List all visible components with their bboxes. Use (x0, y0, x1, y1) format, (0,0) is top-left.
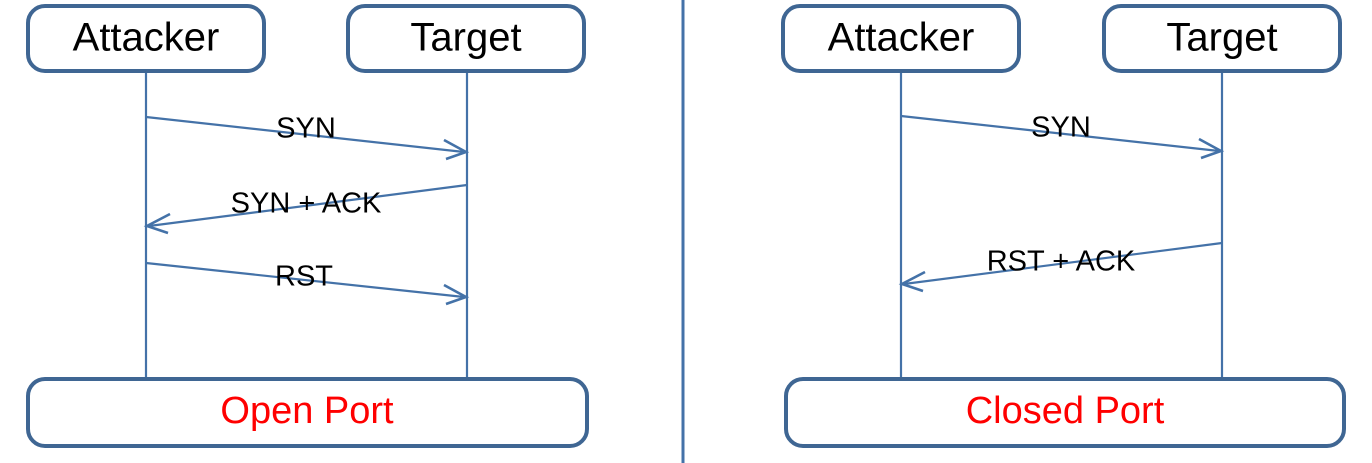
message-rst-ack-right-label: RST + ACK (987, 246, 1136, 278)
actor-box-target-right-rect (1102, 4, 1342, 73)
message-rst-ack-right-arrowhead (898, 270, 926, 293)
message-rst-left-line (145, 261, 465, 299)
actor-label-attacker-right: Attacker (828, 16, 975, 60)
message-syn-ack-left-label: SYN + ACK (231, 188, 382, 220)
message-syn-right-line (900, 114, 1220, 153)
actor-box-target-right[interactable]: Target (1102, 4, 1342, 73)
message-rst-left-label: RST (275, 261, 333, 293)
verdict-box-closed-port-rect (784, 377, 1346, 448)
message-syn-right-arrowhead (1198, 137, 1225, 160)
actor-box-attacker-left-rect (26, 4, 266, 73)
message-rst-left-arrowhead (443, 283, 470, 306)
actor-box-target-left[interactable]: Target (346, 4, 586, 73)
actor-label-target-right: Target (1166, 16, 1277, 60)
message-syn-right[interactable]: SYN (900, 112, 1225, 160)
actor-label-attacker-left: Attacker (73, 16, 220, 60)
actor-label-target-left: Target (410, 16, 521, 60)
message-syn-ack-left[interactable]: SYN + ACK (143, 183, 468, 235)
closed-port-panel: Attacker Target SYN RST + ACK (781, 4, 1346, 448)
open-port-panel: Attacker Target SYN SYN + ACK (26, 4, 589, 448)
message-syn-left-line (145, 115, 465, 154)
verdict-box-open-port-rect (26, 377, 589, 448)
message-rst-ack-right[interactable]: RST + ACK (898, 241, 1223, 293)
actor-box-attacker-right-rect (781, 4, 1021, 73)
message-syn-ack-left-arrowhead (143, 212, 171, 235)
verdict-box-closed-port[interactable]: Closed Port (784, 377, 1346, 448)
message-rst-ack-right-line (903, 241, 1223, 286)
actor-box-attacker-left[interactable]: Attacker (26, 4, 266, 73)
message-syn-right-label: SYN (1031, 112, 1091, 144)
actor-box-target-left-rect (346, 4, 586, 73)
actor-box-attacker-right[interactable]: Attacker (781, 4, 1021, 73)
message-syn-ack-left-line (148, 183, 468, 228)
verdict-label-open-port: Open Port (220, 390, 394, 432)
verdict-box-open-port[interactable]: Open Port (26, 377, 589, 448)
message-syn-left-label: SYN (276, 113, 336, 145)
message-rst-left[interactable]: RST (145, 261, 470, 306)
message-syn-left-arrowhead (443, 138, 470, 161)
message-syn-left[interactable]: SYN (145, 113, 470, 161)
verdict-label-closed-port: Closed Port (966, 390, 1165, 432)
